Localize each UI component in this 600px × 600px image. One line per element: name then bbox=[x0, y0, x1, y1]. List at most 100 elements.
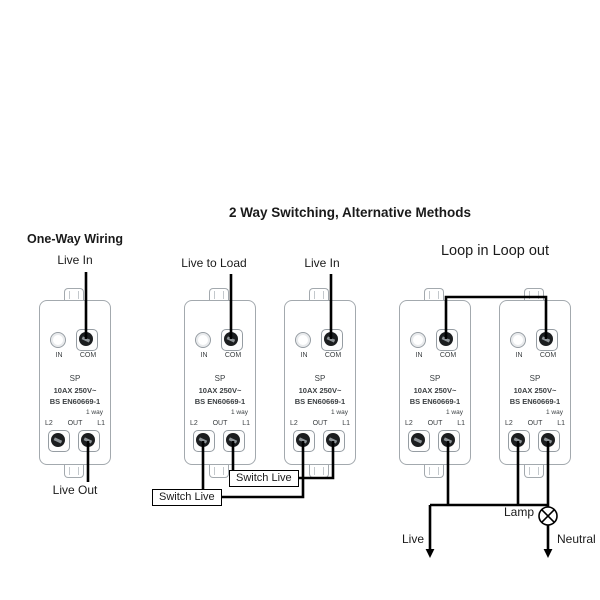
terminal-label-l1: L1 bbox=[342, 420, 350, 427]
terminal-label-l1: L1 bbox=[97, 420, 105, 427]
switch-module-2: IN COM SP 10AX 250V~ BS EN60669-1 1 way … bbox=[184, 288, 256, 479]
lamp-icon bbox=[538, 506, 558, 526]
mounting-clip-bottom bbox=[424, 465, 444, 478]
terminal-label-out: OUT bbox=[527, 420, 543, 427]
module-way: 1 way bbox=[331, 409, 348, 416]
mounting-clip-top bbox=[64, 288, 84, 301]
terminal-label-com: COM bbox=[224, 352, 242, 359]
module-body: IN COM SP 10AX 250V~ BS EN60669-1 1 way … bbox=[39, 300, 111, 465]
screw-icon bbox=[51, 433, 65, 447]
mounting-clip-top bbox=[309, 288, 329, 301]
fixing-hole bbox=[410, 332, 426, 348]
module-way: 1 way bbox=[231, 409, 248, 416]
label-switch-live-1: Switch Live bbox=[229, 470, 299, 487]
terminal-label-in: IN bbox=[415, 352, 423, 359]
mounting-clip-bottom bbox=[64, 465, 84, 478]
module-sp: SP bbox=[69, 374, 81, 383]
arrow-down-neutral bbox=[543, 549, 553, 558]
terminal-labels-bottom: L2 OUT L1 bbox=[290, 420, 350, 427]
module-sp: SP bbox=[429, 374, 441, 383]
screw-icon bbox=[226, 433, 240, 447]
module-rating: 10AX 250V~ bbox=[53, 386, 97, 395]
terminal-labels-bottom: L2 OUT L1 bbox=[190, 420, 250, 427]
screw-icon bbox=[296, 433, 310, 447]
screw-icon bbox=[441, 433, 455, 447]
com-terminal bbox=[221, 329, 243, 351]
mounting-clip-top bbox=[209, 288, 229, 301]
terminal-label-l2: L2 bbox=[45, 420, 53, 427]
terminal-label-in: IN bbox=[515, 352, 523, 359]
com-terminal bbox=[76, 329, 98, 351]
terminal-label-in: IN bbox=[300, 352, 308, 359]
fixing-hole bbox=[295, 332, 311, 348]
module-body: IN COM SP 10AX 250V~ BS EN60669-1 1 way … bbox=[499, 300, 571, 465]
module-standard: BS EN60669-1 bbox=[49, 397, 101, 406]
terminal-label-out: OUT bbox=[427, 420, 443, 427]
module-sp: SP bbox=[314, 374, 326, 383]
module-way: 1 way bbox=[546, 409, 563, 416]
label-live-out: Live Out bbox=[52, 483, 98, 497]
l1-terminal bbox=[538, 430, 560, 452]
screw-icon bbox=[411, 433, 425, 447]
module-rating: 10AX 250V~ bbox=[413, 386, 457, 395]
label-neutral: Neutral bbox=[557, 532, 596, 546]
l1-terminal bbox=[323, 430, 345, 452]
fixing-hole bbox=[195, 332, 211, 348]
label-live: Live bbox=[401, 532, 424, 546]
mounting-clip-bottom bbox=[209, 465, 229, 478]
l1-terminal bbox=[78, 430, 100, 452]
terminal-label-com: COM bbox=[439, 352, 457, 359]
module-standard: BS EN60669-1 bbox=[194, 397, 246, 406]
terminal-label-l1: L1 bbox=[557, 420, 565, 427]
diagram-title: 2 Way Switching, Alternative Methods bbox=[228, 205, 472, 220]
screw-icon bbox=[324, 332, 338, 346]
module-rating: 10AX 250V~ bbox=[513, 386, 557, 395]
label-live-in-2: Live In bbox=[304, 256, 340, 270]
switch-module-1: IN COM SP 10AX 250V~ BS EN60669-1 1 way … bbox=[39, 288, 111, 479]
l2-terminal bbox=[508, 430, 530, 452]
l2-terminal bbox=[193, 430, 215, 452]
terminal-label-l1: L1 bbox=[457, 420, 465, 427]
module-way: 1 way bbox=[86, 409, 103, 416]
label-live-in-1: Live In bbox=[57, 253, 93, 267]
module-standard: BS EN60669-1 bbox=[294, 397, 346, 406]
terminal-label-l1: L1 bbox=[242, 420, 250, 427]
terminal-label-in: IN bbox=[55, 352, 63, 359]
module-body: IN COM SP 10AX 250V~ BS EN60669-1 1 way … bbox=[284, 300, 356, 465]
terminal-labels-bottom: L2 OUT L1 bbox=[505, 420, 565, 427]
mounting-clip-bottom bbox=[524, 465, 544, 478]
module-standard: BS EN60669-1 bbox=[409, 397, 461, 406]
com-terminal bbox=[321, 329, 343, 351]
terminal-label-out: OUT bbox=[67, 420, 83, 427]
terminal-label-com: COM bbox=[539, 352, 557, 359]
screw-icon bbox=[81, 433, 95, 447]
module-way: 1 way bbox=[446, 409, 463, 416]
l1-terminal bbox=[223, 430, 245, 452]
screw-icon bbox=[224, 332, 238, 346]
screw-icon bbox=[541, 433, 555, 447]
mounting-clip-bottom bbox=[309, 465, 329, 478]
fixing-hole bbox=[510, 332, 526, 348]
com-terminal bbox=[436, 329, 458, 351]
terminal-label-in: IN bbox=[200, 352, 208, 359]
switch-module-4: IN COM SP 10AX 250V~ BS EN60669-1 1 way … bbox=[399, 288, 471, 479]
terminal-label-l2: L2 bbox=[405, 420, 413, 427]
terminal-label-out: OUT bbox=[312, 420, 328, 427]
switch-module-5: IN COM SP 10AX 250V~ BS EN60669-1 1 way … bbox=[499, 288, 571, 479]
terminal-label-com: COM bbox=[324, 352, 342, 359]
terminal-label-com: COM bbox=[79, 352, 97, 359]
one-way-heading: One-Way Wiring bbox=[27, 232, 123, 246]
terminal-label-l2: L2 bbox=[290, 420, 298, 427]
arrow-down-live bbox=[425, 549, 435, 558]
module-body: IN COM SP 10AX 250V~ BS EN60669-1 1 way … bbox=[399, 300, 471, 465]
module-body: IN COM SP 10AX 250V~ BS EN60669-1 1 way … bbox=[184, 300, 256, 465]
terminal-label-out: OUT bbox=[212, 420, 228, 427]
terminal-labels-bottom: L2 OUT L1 bbox=[45, 420, 105, 427]
screw-icon bbox=[539, 332, 553, 346]
l2-terminal bbox=[48, 430, 70, 452]
screw-icon bbox=[79, 332, 93, 346]
com-terminal bbox=[536, 329, 558, 351]
l2-terminal bbox=[293, 430, 315, 452]
module-sp: SP bbox=[529, 374, 541, 383]
